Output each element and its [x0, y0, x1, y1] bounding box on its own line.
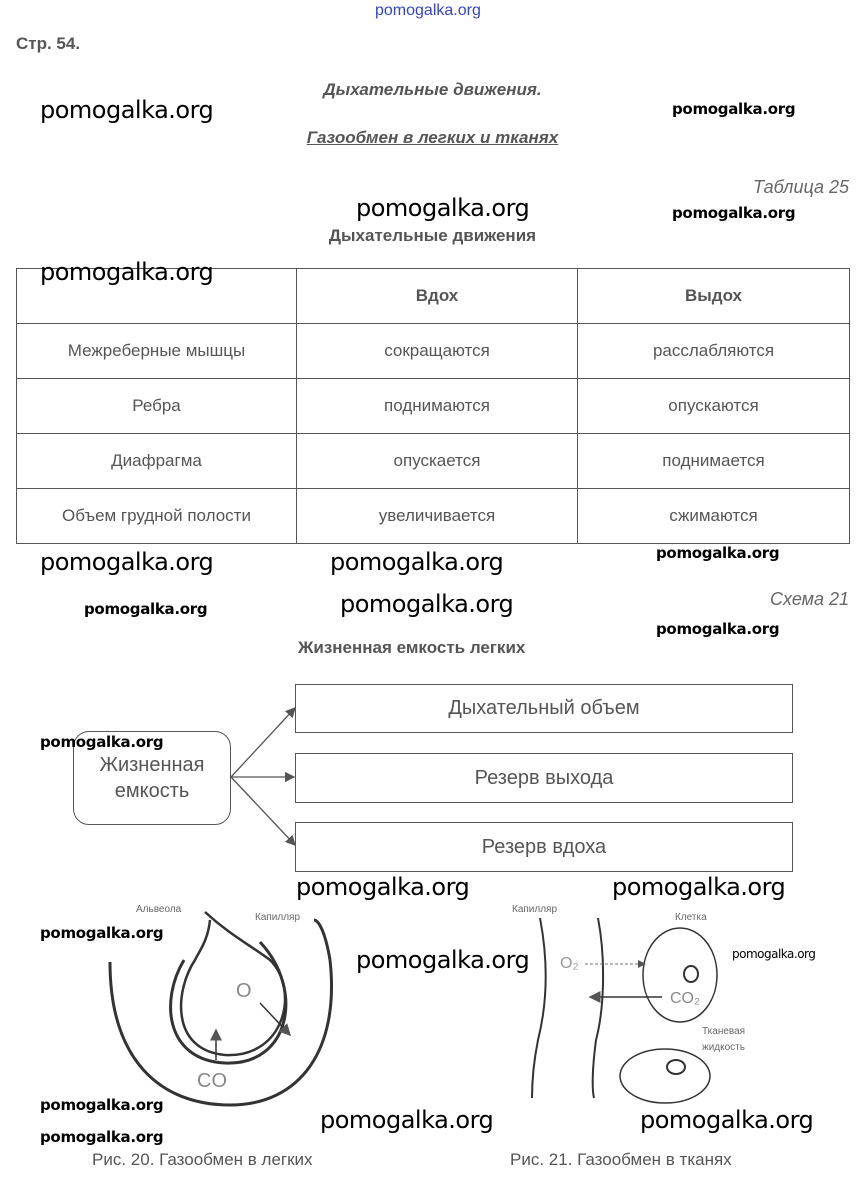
fig20-caption: Рис. 20. Газообмен в легких [92, 1150, 313, 1169]
cell: увеличивается [296, 488, 578, 544]
o2-label: O₂ [560, 955, 579, 972]
cell: поднимаются [296, 378, 578, 434]
watermark: pomogalka.org [732, 947, 816, 961]
alveola-label: Альвеола [136, 904, 182, 915]
header-cell [16, 268, 297, 324]
cell: сжимаются [577, 488, 850, 544]
watermark: pomogalka.org [672, 204, 796, 222]
watermark: pomogalka.org [656, 544, 780, 562]
cell: опускается [296, 433, 578, 489]
watermark: pomogalka.org [640, 1106, 814, 1134]
watermark: pomogalka.org [656, 620, 780, 638]
scheme-label: Схема 21 [770, 589, 849, 609]
fluid-label: жидкость [702, 1042, 745, 1053]
capillary-label: Капилляр [512, 904, 558, 915]
fluid-label: Тканевая [702, 1026, 746, 1037]
fig21-caption: Рис. 21. Газообмен в тканях [510, 1150, 732, 1169]
header-watermark: pomogalka.org [375, 2, 481, 19]
watermark: pomogalka.org [296, 873, 470, 901]
target-box: Резерв вдоха [295, 822, 793, 872]
page-number: Стр. 54. [16, 34, 81, 53]
watermark: pomogalka.org [40, 733, 164, 751]
capillary-label: Капилляр [255, 912, 301, 923]
watermark: pomogalka.org [356, 946, 530, 974]
watermark: pomogalka.org [40, 1128, 164, 1146]
watermark: pomogalka.org [672, 100, 796, 118]
watermark: pomogalka.org [330, 548, 504, 576]
watermark: pomogalka.org [40, 258, 214, 286]
title-breathing: Дыхательные движения. [323, 80, 542, 99]
watermark: pomogalka.org [612, 873, 786, 901]
header-cell: Выдох [577, 268, 850, 324]
watermark: pomogalka.org [320, 1106, 494, 1134]
table-label: Таблица 25 [752, 177, 849, 197]
cell: опускаются [577, 378, 850, 434]
table-title: Дыхательные движения [328, 226, 537, 245]
co2-label: CO [197, 1070, 227, 1092]
cell: сокращаются [296, 323, 578, 379]
cell: поднимается [577, 433, 850, 489]
header-cell: Вдох [296, 268, 578, 324]
watermark: pomogalka.org [40, 1096, 164, 1114]
cell: Объем грудной полости [16, 488, 297, 544]
title-gas-exchange: Газообмен в легких и тканях [306, 128, 559, 147]
watermark: pomogalka.org [340, 590, 514, 618]
scheme-title: Жизненная емкость легких [298, 638, 526, 657]
vital-capacity-box: Жизненная емкость [73, 731, 231, 825]
cell-label: Клетка [675, 912, 707, 923]
vital-capacity-label: Жизненная емкость [99, 754, 205, 802]
watermark: pomogalka.org [40, 548, 214, 576]
watermark: pomogalka.org [40, 96, 214, 124]
cell: Диафрагма [16, 433, 297, 489]
o2-label: O [236, 980, 252, 1002]
watermark: pomogalka.org [84, 600, 208, 618]
cell: Межреберные мышцы [16, 323, 297, 379]
target-box: Резерв выхода [295, 753, 793, 803]
co2-label: CO₂ [670, 990, 701, 1007]
watermark: pomogalka.org [40, 924, 164, 942]
table-header-row: Вдох Выдох [16, 268, 850, 324]
watermark: pomogalka.org [356, 194, 530, 222]
